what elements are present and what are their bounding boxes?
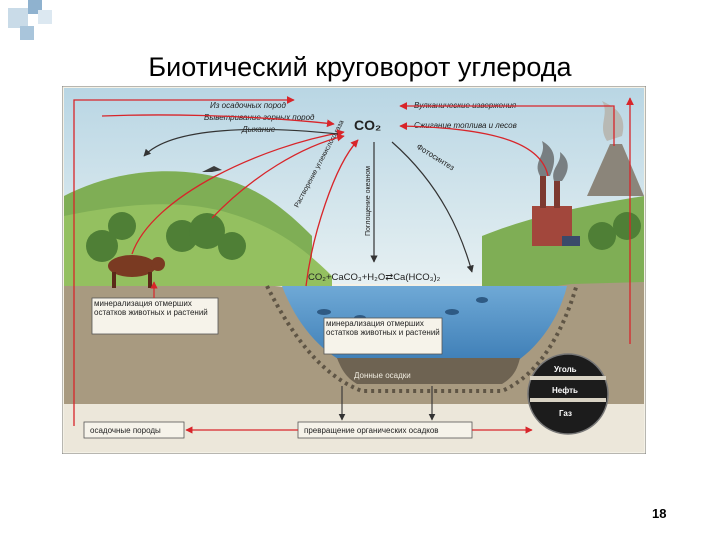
- bottom-sediment-layer: [337, 358, 520, 384]
- arrow-respiration-1: [131, 129, 345, 255]
- box-water-mineralization-text: минерализация отмерших остатков животных…: [326, 319, 440, 337]
- corner-square-1: [8, 8, 28, 28]
- label-sedimentary-rocks: осадочные породы: [90, 426, 161, 435]
- arrow-volcanic: [399, 102, 615, 146]
- arrow-from-sediments: [73, 96, 295, 426]
- label-organic-transform: превращение органических осадков: [304, 426, 439, 435]
- box-land-mineralization: [91, 297, 219, 335]
- corner-square-3: [38, 10, 52, 24]
- box-water-mineralization: [323, 317, 443, 355]
- label-from-sediments: Из осадочных пород: [210, 101, 286, 110]
- label-ocean-absorption: Поглощение океаном: [365, 166, 372, 236]
- corner-square-4: [20, 26, 34, 40]
- trees: [86, 212, 641, 262]
- bird: [202, 166, 222, 172]
- arrow-weathering: [101, 114, 335, 128]
- slide-title: Биотический круговорот углерода: [148, 52, 572, 82]
- label-oil: Нефть: [552, 386, 578, 395]
- box-land-mineralization-text: минерализация отмерших остатков животных…: [94, 299, 208, 317]
- carbon-cycle-diagram: CO₂ Из осадочных пород Выветривание горн…: [62, 86, 646, 454]
- cow: [108, 255, 165, 288]
- box-sedimentary-rocks: [83, 421, 185, 439]
- arrow-burning: [399, 122, 549, 177]
- label-coal: Уголь: [554, 365, 577, 374]
- label-burning: Сжигание топлива и лесов: [414, 121, 517, 130]
- arrow-photosynthesis: [391, 141, 474, 273]
- fossil-fuel-deposit: Уголь Нефть Газ: [527, 353, 609, 435]
- label-bottom-sediments: Донные осадки: [354, 371, 411, 380]
- arrow-respiration-2: [211, 133, 345, 219]
- page-number: 18: [652, 506, 667, 521]
- co2-label: CO₂: [354, 117, 381, 133]
- label-gas: Газ: [559, 409, 572, 418]
- arrow-water-to-co2: [305, 139, 359, 287]
- arrow-co2-to-land: [143, 128, 339, 157]
- equation: CO₂+CaCO₃+H₂O⇄Ca(HCO₃)₂: [308, 272, 441, 283]
- volcano-smoke: [602, 101, 624, 141]
- bedrock-edge: [265, 283, 579, 393]
- factory: [532, 141, 580, 246]
